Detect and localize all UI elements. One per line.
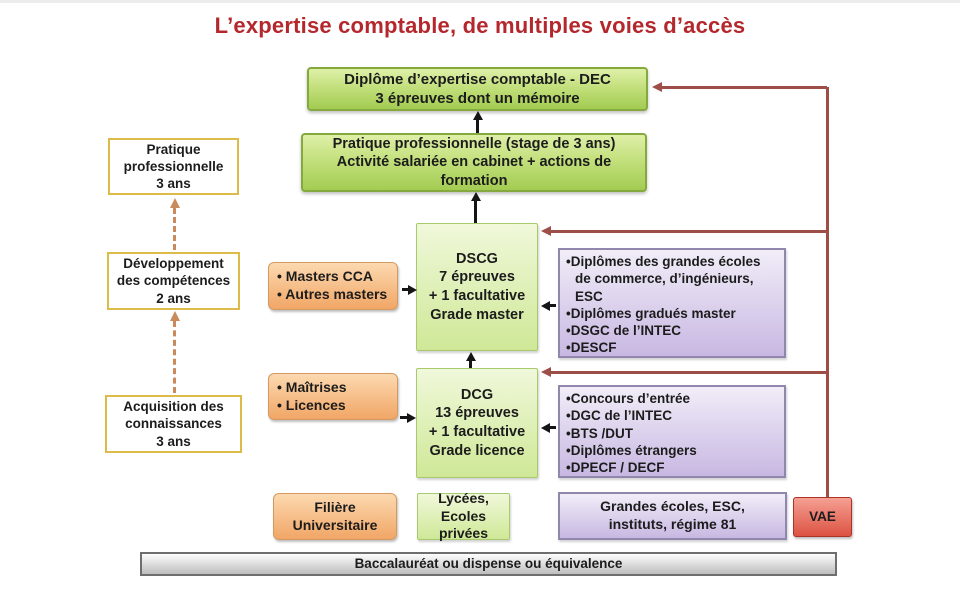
dcg-line: + 1 facultative [428,424,526,440]
lycees-line: Ecoles privées [438,507,489,542]
page-title: L’expertise comptable, de multiples voie… [214,13,746,38]
vae-to-dec-arrow [662,86,827,89]
dscg-line: 7 épreuves [439,269,515,286]
connector-acces-to-dcg-arrow [550,426,556,429]
professional-practice-stage-box: Pratique professionnelle (stage de 3 ans… [301,133,647,192]
dscg-box: DSCG 7 épreuves + 1 facultative Grade ma… [416,223,538,351]
grandes-ecoles-footer-line: instituts, régime 81 [608,516,737,532]
connector-maitrises-to-dcg-arrow [400,416,407,419]
timeline-practice-line: professionnelle [123,158,224,174]
timeline-acquisition-line: Acquisition des [123,399,224,415]
timeline-acquisition-to-development-dashed-arrow [169,311,180,393]
maitrises-item: • Licences [277,396,346,413]
vae-to-dcg-arrow [551,371,827,374]
stage-line-1: Pratique professionnelle (stage de 3 ans… [332,135,616,152]
vae-box: VAE [793,497,852,537]
dec-diploma-box: Diplôme d’expertise comptable - DEC 3 ép… [307,67,648,111]
dscg-line: Grade master [430,306,524,323]
acces-dcg-item: •DPECF / DECF [566,460,665,476]
grandes-ecoles-master-item: •DSGC de l’INTEC [566,323,681,339]
timeline-acquisition-line: 3 ans [156,433,191,449]
top-divider [0,0,960,3]
dcg-line: 13 épreuves [435,405,519,422]
grandes-ecoles-master-item: •DESCF [566,340,617,356]
baccalaureat-bar: Baccalauréat ou dispense ou équivalence [140,552,837,576]
dcg-box: DCG 13 épreuves + 1 facultative Grade li… [416,368,538,478]
grandes-ecoles-footer-line: Grandes écoles, ESC, [600,498,745,515]
vae-vertical-connector-line [826,87,829,497]
dec-line-2: 3 épreuves dont un mémoire [375,90,580,107]
timeline-development-line: 2 ans [156,290,191,306]
masters-item: • Autres masters [277,286,388,302]
vae-to-dscg-arrow [551,230,827,233]
timeline-practice-box: Pratique professionnelle 3 ans [108,138,239,195]
connector-dscg-to-stage-arrow [474,201,477,223]
dcg-line: Grade licence [429,442,525,459]
dscg-line: DSCG [456,250,498,267]
masters-cca-box: • Masters CCA • Autres masters [268,262,398,310]
connector-dcg-to-dscg-arrow [469,361,472,368]
timeline-practice-line: Pratique [146,141,201,157]
baccalaureat-label: Baccalauréat ou dispense ou équivalence [354,556,623,572]
masters-item: • Masters CCA [277,268,373,285]
connector-ecoles-to-dscg-arrow [550,304,556,307]
acces-dcg-item: •DGC de l’INTEC [566,408,672,424]
dscg-line: + 1 facultative [428,288,526,304]
filiere-line: Universitaire [292,516,378,533]
lycees-box: Lycées, Ecoles privées [417,489,510,541]
connector-stage-to-dec-arrow [476,120,479,133]
maitrises-licences-box: • Maîtrises • Licences [268,373,398,420]
timeline-acquisition-line: connaissances [125,416,222,432]
dcg-line: DCG [460,386,494,403]
dec-line-1: Diplôme d’expertise comptable - DEC [344,70,611,88]
timeline-acquisition-box: Acquisition des connaissances 3 ans [105,395,242,453]
acces-dcg-item: •Diplômes étrangers [566,442,697,458]
stage-line-3: formation [440,172,508,189]
stage-line-2: Activité salariée en cabinet + actions d… [336,154,612,171]
grandes-ecoles-master-box: •Diplômes des grandes écoles de commerce… [558,248,786,358]
grandes-ecoles-master-item: •Diplômes des grandes écoles de commerce… [566,254,761,304]
grandes-ecoles-master-item: •Diplômes gradués master [566,305,736,321]
connector-masters-to-dscg-arrow [402,288,408,291]
timeline-development-to-practice-dashed-arrow [169,198,180,250]
maitrises-item: • Maîtrises [277,378,347,395]
vae-label: VAE [809,509,836,525]
timeline-development-box: Développement des compétences 2 ans [107,252,240,310]
acces-dcg-box: •Concours d’entrée •DGC de l’INTEC •BTS … [558,385,786,478]
grandes-ecoles-footer-box: Grandes écoles, ESC, instituts, régime 8… [558,492,787,540]
timeline-development-line: Développement [123,256,224,272]
acces-dcg-item: •BTS /DUT [566,425,633,441]
acces-dcg-item: •Concours d’entrée [566,391,690,406]
filiere-universitaire-box: Filière Universitaire [273,493,397,540]
lycees-line: Lycées, [438,489,489,506]
timeline-practice-line: 3 ans [156,176,191,192]
timeline-development-line: des compétences [116,273,231,289]
filiere-line: Filière [314,498,356,515]
